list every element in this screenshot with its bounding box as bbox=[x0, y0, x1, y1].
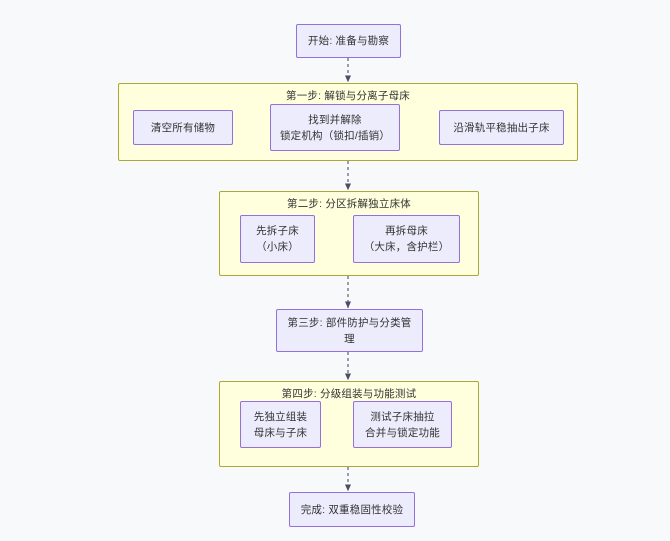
node-dismantle-main-bed[interactable]: 再拆母床 （大床，含护栏） bbox=[353, 215, 460, 263]
node-assemble-separately-line1: 先独立组装 bbox=[253, 410, 308, 423]
node-finish-label: 完成: 双重稳固性校验 bbox=[300, 503, 404, 516]
node-start-label: 开始: 准备与勘察 bbox=[307, 35, 390, 47]
node-assemble-separately-line2: 母床与子床 bbox=[253, 426, 308, 439]
cluster-step4-title: 第四步: 分级组装与功能测试 bbox=[281, 388, 417, 400]
node-finish[interactable]: 完成: 双重稳固性校验 bbox=[289, 492, 415, 527]
node-assemble-separately[interactable]: 先独立组装 母床与子床 bbox=[240, 401, 321, 448]
node-slide-out-sub-bed-label: 沿滑轨平稳抽出子床 bbox=[453, 121, 550, 134]
node-clear-storage-label: 清空所有储物 bbox=[150, 121, 216, 134]
node-test-slide-lock-line1: 测试子床抽拉 bbox=[370, 410, 435, 423]
node-test-slide-lock[interactable]: 测试子床抽拉 合并与锁定功能 bbox=[353, 401, 452, 448]
node-test-slide-lock-line2: 合并与锁定功能 bbox=[365, 426, 440, 439]
node-dismantle-main-bed-line2: （大床，含护栏） bbox=[363, 241, 450, 253]
node-step3-protect-sort[interactable]: 第三步: 部件防护与分类管理 bbox=[276, 309, 423, 352]
node-dismantle-main-bed-line1: 再拆母床 bbox=[385, 225, 428, 237]
node-slide-out-sub-bed[interactable]: 沿滑轨平稳抽出子床 bbox=[439, 110, 564, 145]
node-release-lock[interactable]: 找到并解除 锁定机构（锁扣/插销） bbox=[270, 104, 400, 151]
node-step3-label: 第三步: 部件防护与分类管理 bbox=[287, 316, 412, 345]
cluster-step2-title: 第二步: 分区拆解独立床体 bbox=[287, 198, 411, 210]
node-release-lock-line2: 锁定机构（锁扣/插销） bbox=[279, 129, 391, 142]
node-start[interactable]: 开始: 准备与勘察 bbox=[296, 24, 401, 58]
node-release-lock-line1: 找到并解除 bbox=[308, 113, 362, 126]
node-clear-storage[interactable]: 清空所有储物 bbox=[133, 110, 233, 145]
node-dismantle-sub-bed[interactable]: 先拆子床 （小床） bbox=[240, 215, 315, 263]
node-dismantle-sub-bed-line1: 先拆子床 bbox=[256, 225, 299, 237]
cluster-step1-title: 第一步: 解锁与分离子母床 bbox=[286, 90, 410, 102]
node-dismantle-sub-bed-line2: （小床） bbox=[256, 241, 299, 253]
